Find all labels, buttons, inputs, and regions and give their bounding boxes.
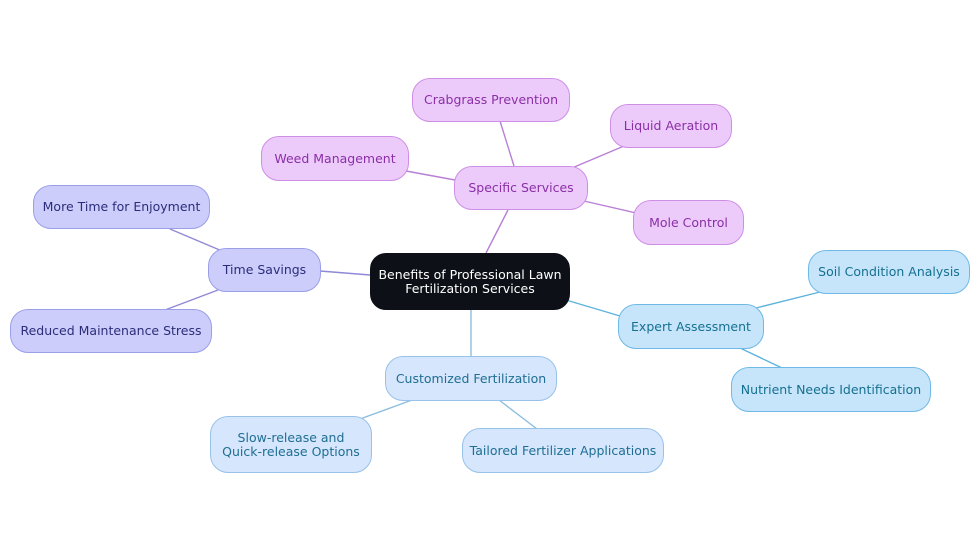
leaf-crabgrass-prevention: Crabgrass Prevention [412, 78, 570, 122]
leaf-tailored-fertilizer-applications: Tailored Fertilizer Applications [462, 428, 664, 473]
edge-time-enjoyment [169, 228, 223, 252]
edge-root-expert [565, 299, 621, 317]
leaf-mole-control: Mole Control [633, 200, 744, 245]
leaf-weed-management: Weed Management [261, 136, 409, 181]
edge-root-time [319, 270, 371, 276]
leaf-soil-condition-analysis: Soil Condition Analysis [808, 250, 970, 294]
edge-time-stress [164, 289, 219, 311]
branch-specific-services: Specific Services [454, 166, 588, 210]
leaf-liquid-aeration: Liquid Aeration [610, 104, 732, 148]
edge-specific-aeration [571, 145, 625, 169]
edge-specific-weed [405, 170, 456, 181]
edge-expert-nutrient [739, 347, 783, 369]
branch-expert-assessment: Expert Assessment [618, 304, 764, 349]
branch-time-savings: Time Savings [208, 248, 321, 292]
leaf-nutrient-needs-identification: Nutrient Needs Identification [731, 367, 931, 412]
leaf-slow-release-options: Slow-release and Quick-release Options [210, 416, 372, 473]
leaf-reduced-maintenance-stress: Reduced Maintenance Stress [10, 309, 212, 353]
edge-specific-crabgrass [499, 120, 515, 167]
edge-custom-slow [359, 399, 413, 420]
leaf-more-time-for-enjoyment: More Time for Enjoyment [33, 185, 210, 229]
edge-root-specific [485, 209, 509, 254]
edge-expert-soil [755, 291, 821, 309]
edge-custom-tailored [498, 399, 538, 430]
edge-specific-mole [583, 200, 637, 214]
root-node: Benefits of Professional Lawn Fertilizat… [370, 253, 570, 310]
branch-customized-fertilization: Customized Fertilization [385, 356, 557, 401]
